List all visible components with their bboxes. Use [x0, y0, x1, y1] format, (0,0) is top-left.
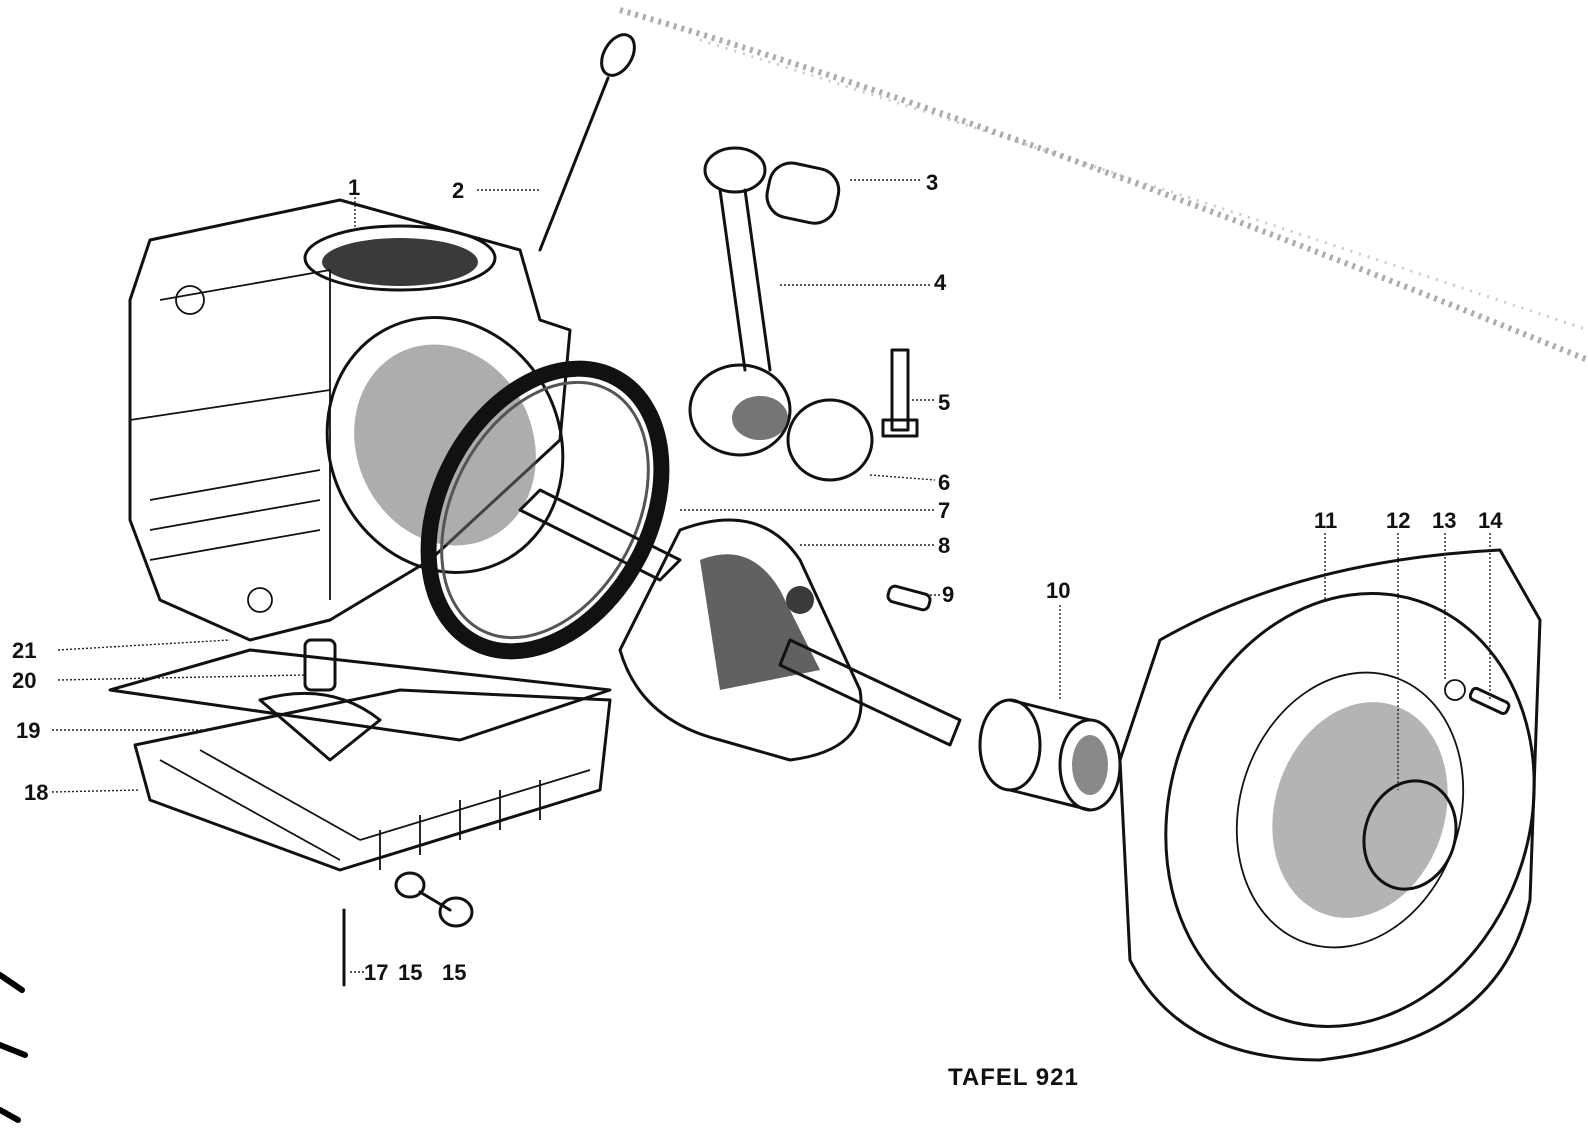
crankshaft-drawing [518, 488, 962, 762]
callout-3: 3 [926, 170, 938, 195]
callout-13: 13 [1432, 508, 1456, 533]
key-drawing [886, 584, 932, 612]
dipstick-drawing [538, 33, 636, 252]
connecting-rod-drawing [688, 146, 874, 482]
callout-11: 11 [1314, 508, 1337, 533]
callout-2: 2 [452, 178, 464, 203]
seal-ring-drawing [420, 360, 670, 660]
callout-21: 21 [12, 638, 36, 663]
drain-plug-drawing [342, 871, 474, 987]
oil-pan-drawing [108, 638, 612, 872]
callout-15-plug: 15 [442, 960, 466, 985]
callout-5: 5 [938, 390, 950, 415]
callout-14: 14 [1478, 508, 1503, 533]
callout-17: 17 [364, 960, 388, 985]
callout-6: 6 [938, 470, 950, 495]
bolt-drawing [881, 348, 919, 438]
callout-4: 4 [934, 270, 947, 295]
callout-12: 12 [1386, 508, 1410, 533]
callout-1: 1 [348, 175, 360, 200]
callout-labels: 1 2 3 4 5 6 7 8 9 10 11 12 13 14 15 15 1… [12, 170, 1503, 985]
scan-streak [619, 7, 1588, 363]
bushing-drawing [978, 698, 1122, 812]
callout-19: 19 [16, 718, 40, 743]
callout-8: 8 [938, 533, 950, 558]
leader-lines [51, 179, 1491, 973]
scan-edge-marks [0, 972, 28, 1123]
callout-18: 18 [24, 780, 48, 805]
plate-title: TAFEL 921 [948, 1064, 1079, 1091]
crankcase-drawing [128, 198, 572, 642]
callout-9: 9 [942, 582, 954, 607]
callout-7: 7 [938, 498, 950, 523]
callout-15-washer: 15 [398, 960, 422, 985]
cover-plate-drawing [1118, 548, 1542, 1062]
callout-10: 10 [1046, 578, 1070, 603]
callout-20: 20 [12, 668, 36, 693]
